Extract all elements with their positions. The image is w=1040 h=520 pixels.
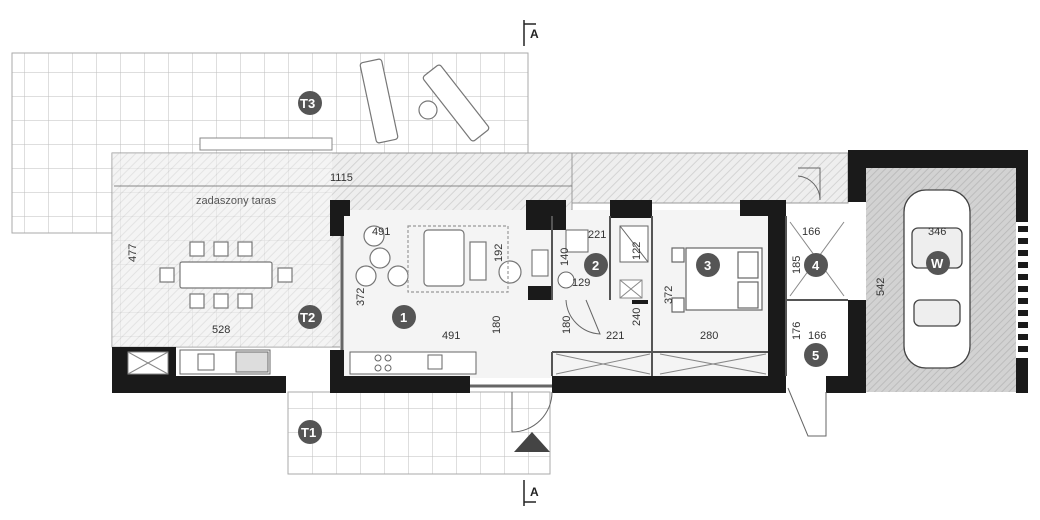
dim-542: 542	[875, 278, 887, 296]
room-label-w: W	[931, 256, 944, 271]
room-badge-4: 4	[804, 253, 828, 277]
front-terrace-strip	[571, 152, 849, 204]
entrance-arrow-icon	[514, 432, 550, 452]
dining-table-icon	[159, 241, 293, 309]
dim-1115: 1115	[330, 172, 353, 184]
terrace-t1	[287, 391, 551, 475]
section-mark-top: A	[530, 27, 539, 41]
dim-129: 129	[572, 277, 590, 289]
section-mark-bottom: A	[530, 485, 539, 499]
sofa-icon	[355, 225, 522, 293]
room-label-t2: T2	[300, 310, 315, 325]
dim-280: 280	[700, 330, 718, 342]
dim-180-a: 180	[491, 316, 503, 334]
dim-491-top: 491	[372, 226, 390, 238]
room-label-4: 4	[812, 258, 820, 273]
dim-166-top: 166	[802, 226, 820, 238]
room-label-2: 2	[592, 258, 599, 273]
garage-door	[1018, 226, 1028, 352]
room-badge-2: 2	[584, 253, 608, 277]
room-label-5: 5	[812, 348, 819, 363]
kitchen-counter	[179, 349, 477, 375]
room5-floor	[786, 308, 848, 378]
room-label-t3: T3	[300, 96, 315, 111]
section-marks	[523, 20, 536, 506]
dim-477: 477	[127, 244, 139, 262]
room-badge-5: 5	[804, 343, 828, 367]
room-badge-t1: T1	[298, 420, 322, 444]
dim-176: 176	[791, 322, 803, 340]
roof-edge	[199, 137, 333, 151]
room-label-t1: T1	[301, 425, 316, 440]
dim-221-bottom: 221	[606, 330, 624, 342]
dim-122: 122	[631, 242, 643, 260]
dim-372-left: 372	[355, 288, 367, 306]
car-icon	[903, 189, 971, 369]
dim-372-right: 372	[663, 286, 675, 304]
dim-192: 192	[493, 244, 505, 262]
room-label-3: 3	[704, 258, 711, 273]
dim-185: 185	[791, 256, 803, 274]
room-badge-t3: T3	[298, 91, 322, 115]
dim-491-bottom: 491	[442, 330, 460, 342]
doors	[511, 167, 827, 437]
room-label-1: 1	[400, 310, 407, 325]
dim-166-bottom: 166	[808, 330, 826, 342]
room-badge-w: W	[926, 251, 950, 275]
covered-terrace-label: zadaszony taras	[196, 195, 277, 207]
room-badge-1: 1	[392, 305, 416, 329]
sun-lounger-icon	[359, 58, 490, 144]
dim-140: 140	[559, 248, 571, 266]
dim-221-top: 221	[588, 229, 606, 241]
dim-240: 240	[631, 308, 643, 326]
dim-528: 528	[212, 324, 230, 336]
room-badge-3: 3	[696, 253, 720, 277]
partitions	[551, 216, 848, 376]
dim-346: 346	[928, 226, 946, 238]
dim-180-b: 180	[561, 316, 573, 334]
room-badge-t2: T2	[298, 305, 322, 329]
